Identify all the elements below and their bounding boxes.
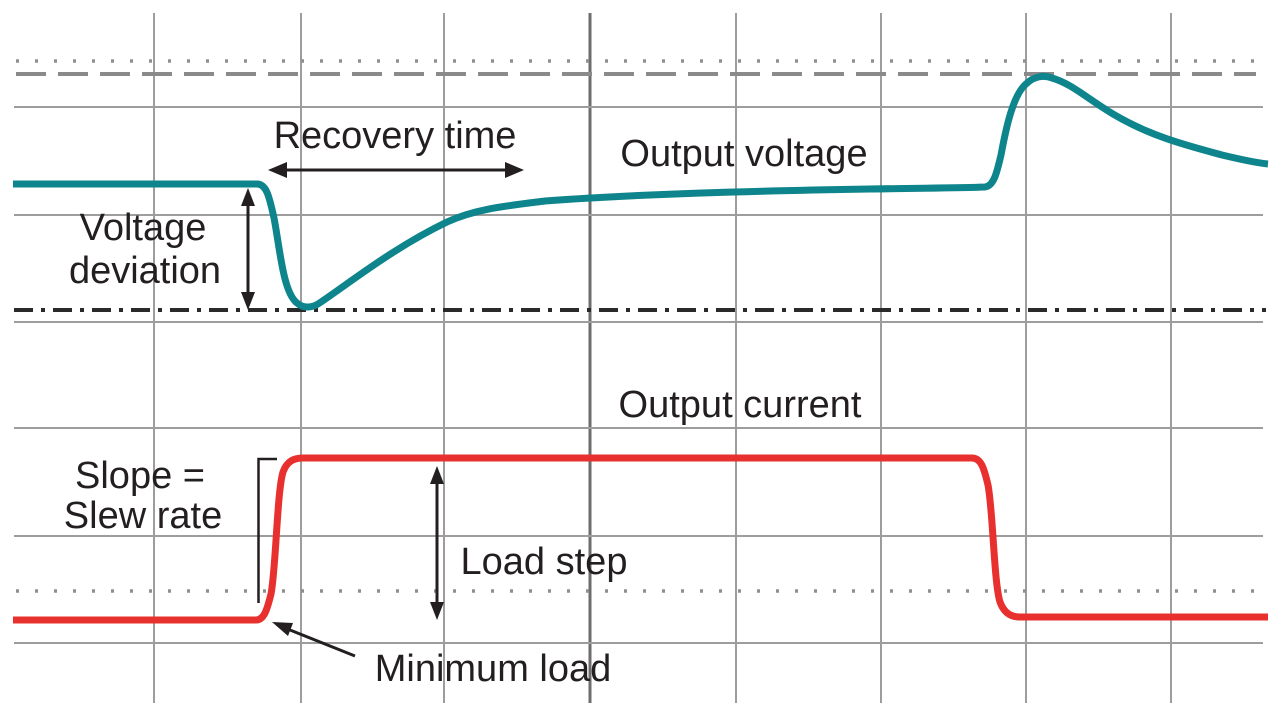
recovery-time-arrowhead-right [505, 162, 524, 178]
slew-rate-bracket [257, 457, 277, 603]
output-current-trace [13, 454, 1268, 624]
voltage-deviation-arrowhead-top [241, 188, 255, 206]
labels: Recovery time Output voltage Voltage dev… [64, 115, 868, 690]
load-step-arrowhead-top [430, 466, 444, 484]
minimum-load-label: Minimum load [375, 648, 612, 690]
output-voltage-trace [13, 72, 1269, 311]
recovery-time-label: Recovery time [274, 115, 517, 157]
grid [14, 13, 1263, 703]
load-step-arrowhead-bottom [430, 602, 444, 620]
voltage-deviation-arrowhead-bottom [241, 292, 255, 310]
annotations [241, 162, 524, 658]
recovery-time-arrowhead-left [268, 162, 287, 178]
output-voltage-label: Output voltage [620, 133, 867, 175]
output-current-label: Output current [619, 384, 862, 426]
slew-rate-label-line1: Slope = [75, 455, 205, 497]
voltage-deviation-label-line2: deviation [69, 250, 221, 292]
minimum-load-pointer-line [289, 628, 356, 658]
voltage-deviation-label-line1: Voltage [80, 207, 207, 249]
load-step-label: Load step [461, 541, 628, 583]
minimum-load-arrowhead [272, 622, 293, 636]
slew-rate-label-line2: Slew rate [64, 495, 222, 537]
